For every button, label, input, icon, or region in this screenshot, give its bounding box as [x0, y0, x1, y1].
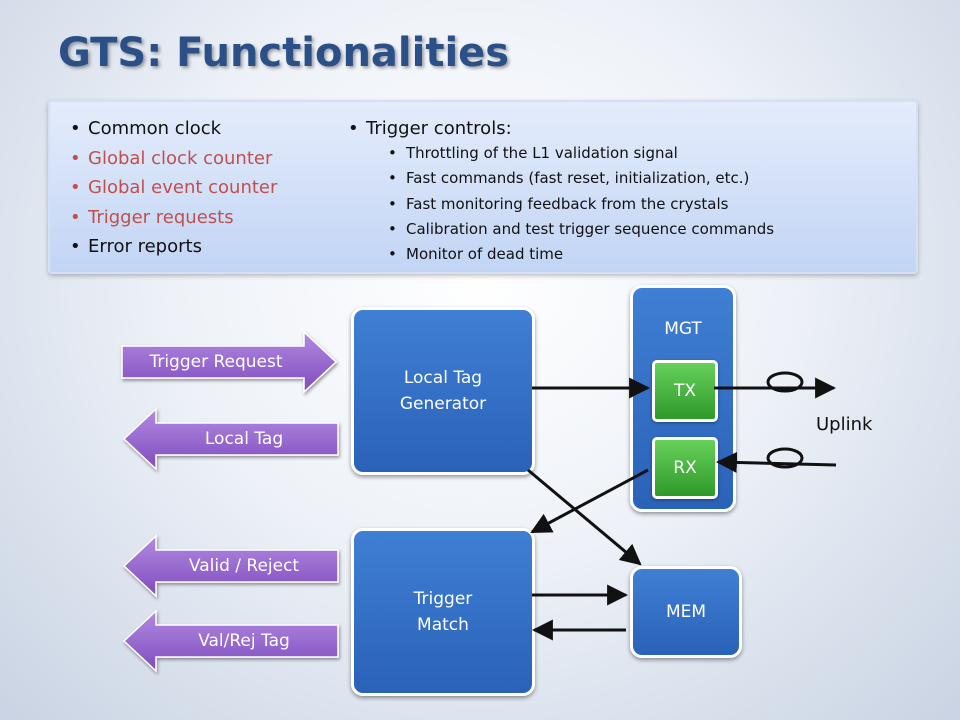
- trigger-request-arrow: [121, 330, 338, 394]
- functionalities-panel: Common clock Global clock counter Global…: [48, 100, 918, 274]
- local-tag-generator-block: Local Tag Generator: [351, 307, 535, 475]
- valrej-tag-arrow: [122, 609, 339, 673]
- rx-block: RX: [652, 437, 718, 499]
- trigger-match-block: Trigger Match: [351, 528, 535, 696]
- left-bullet-list: Common clock Global clock counter Global…: [68, 114, 277, 262]
- mgt-label: MGT: [664, 319, 702, 339]
- uplink-label: Uplink: [816, 414, 873, 435]
- bullet-global-event-counter: Global event counter: [68, 173, 277, 203]
- trigger-match-line1: Trigger: [413, 589, 473, 609]
- sub-bullet-dead-time: Monitor of dead time: [386, 242, 774, 268]
- right-heading: Trigger controls:: [346, 114, 512, 144]
- trigger-request-label: Trigger Request: [149, 352, 283, 372]
- sub-bullet-calibration: Calibration and test trigger sequence co…: [386, 217, 774, 243]
- local-tag-label: Local Tag: [204, 429, 284, 449]
- bullet-common-clock: Common clock: [68, 114, 277, 144]
- local-tag-arrow: [122, 407, 339, 471]
- tx-block: TX: [652, 360, 718, 422]
- valrej-tag-label: Val/Rej Tag: [198, 631, 290, 651]
- tx-fiber-ellipse: [766, 371, 804, 393]
- valid-reject-label: Valid / Reject: [188, 556, 300, 576]
- trigger-match-line2: Match: [417, 615, 469, 635]
- mem-label: MEM: [665, 602, 707, 622]
- tx-label: TX: [673, 381, 697, 401]
- rx-to-trigger-match-line: [530, 468, 649, 534]
- generator-to-mem-line: [527, 468, 642, 566]
- valid-reject-arrow: [122, 534, 339, 598]
- right-bullet-list: Throttling of the L1 validation signal F…: [386, 141, 774, 268]
- local-tag-generator-line1: Local Tag: [403, 368, 483, 388]
- local-tag-generator-line2: Generator: [399, 394, 487, 414]
- page-title: GTS: Functionalities: [58, 30, 510, 76]
- rx-label: RX: [673, 458, 697, 478]
- sub-bullet-throttling: Throttling of the L1 validation signal: [386, 141, 774, 167]
- mem-block: MEM: [630, 566, 742, 658]
- uplink-to-rx-line: [715, 451, 837, 473]
- bullet-global-clock-counter: Global clock counter: [68, 144, 277, 174]
- sub-bullet-fast-commands: Fast commands (fast reset, initializatio…: [386, 166, 774, 192]
- bullet-error-reports: Error reports: [68, 232, 277, 262]
- sub-bullet-fast-monitoring: Fast monitoring feedback from the crysta…: [386, 192, 774, 218]
- rx-fiber-ellipse: [766, 447, 804, 469]
- bullet-trigger-requests: Trigger requests: [68, 203, 277, 233]
- bullet-trigger-controls: Trigger controls:: [346, 114, 512, 144]
